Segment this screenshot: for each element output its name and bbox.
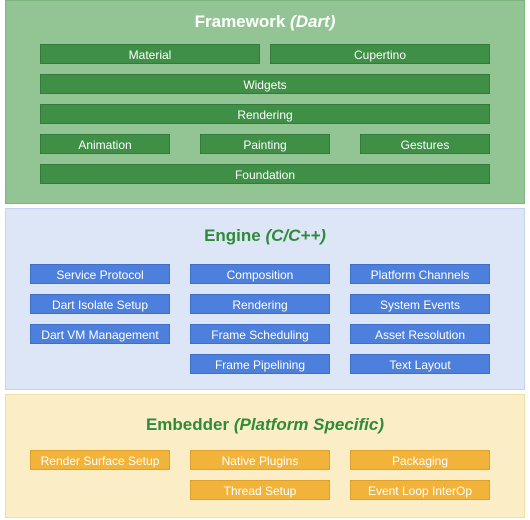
engine-layer-title: Engine (C/C++) [6, 226, 524, 246]
engine-box-dart-isolate-setup: Dart Isolate Setup [30, 294, 170, 314]
embedder-box-packaging: Packaging [350, 450, 490, 470]
framework-title: Framework [194, 12, 286, 31]
embedder-subtitle: (Platform Specific) [233, 415, 385, 434]
embedder-box-native-plugins: Native Plugins [190, 450, 330, 470]
engine-box-platform-channels: Platform Channels [350, 264, 490, 284]
engine-box-asset-resolution: Asset Resolution [350, 324, 490, 344]
framework-box-painting: Painting [200, 134, 330, 154]
engine-box-rendering: Rendering [190, 294, 330, 314]
framework-box-widgets: Widgets [40, 74, 490, 94]
embedder-box-event-loop-interop: Event Loop InterOp [350, 480, 490, 500]
engine-box-composition: Composition [190, 264, 330, 284]
engine-title: Engine [204, 226, 261, 245]
framework-box-rendering: Rendering [40, 104, 490, 124]
embedder-layer-title: Embedder (Platform Specific) [6, 415, 524, 435]
engine-box-system-events: System Events [350, 294, 490, 314]
framework-box-cupertino: Cupertino [270, 44, 490, 64]
engine-subtitle: (C/C++) [265, 226, 326, 245]
engine-box-dart-vm-management: Dart VM Management [30, 324, 170, 344]
embedder-box-thread-setup: Thread Setup [190, 480, 330, 500]
embedder-title: Embedder [145, 415, 230, 434]
engine-box-frame-pipelining: Frame Pipelining [190, 354, 330, 374]
framework-layer-title: Framework (Dart) [6, 12, 524, 32]
engine-box-text-layout: Text Layout [350, 354, 490, 374]
engine-box-frame-scheduling: Frame Scheduling [190, 324, 330, 344]
framework-box-material: Material [40, 44, 260, 64]
framework-box-foundation: Foundation [40, 164, 490, 184]
framework-box-gestures: Gestures [360, 134, 490, 154]
framework-subtitle: (Dart) [290, 12, 336, 31]
embedder-box-render-surface-setup: Render Surface Setup [30, 450, 170, 470]
engine-box-service-protocol: Service Protocol [30, 264, 170, 284]
framework-box-animation: Animation [40, 134, 170, 154]
